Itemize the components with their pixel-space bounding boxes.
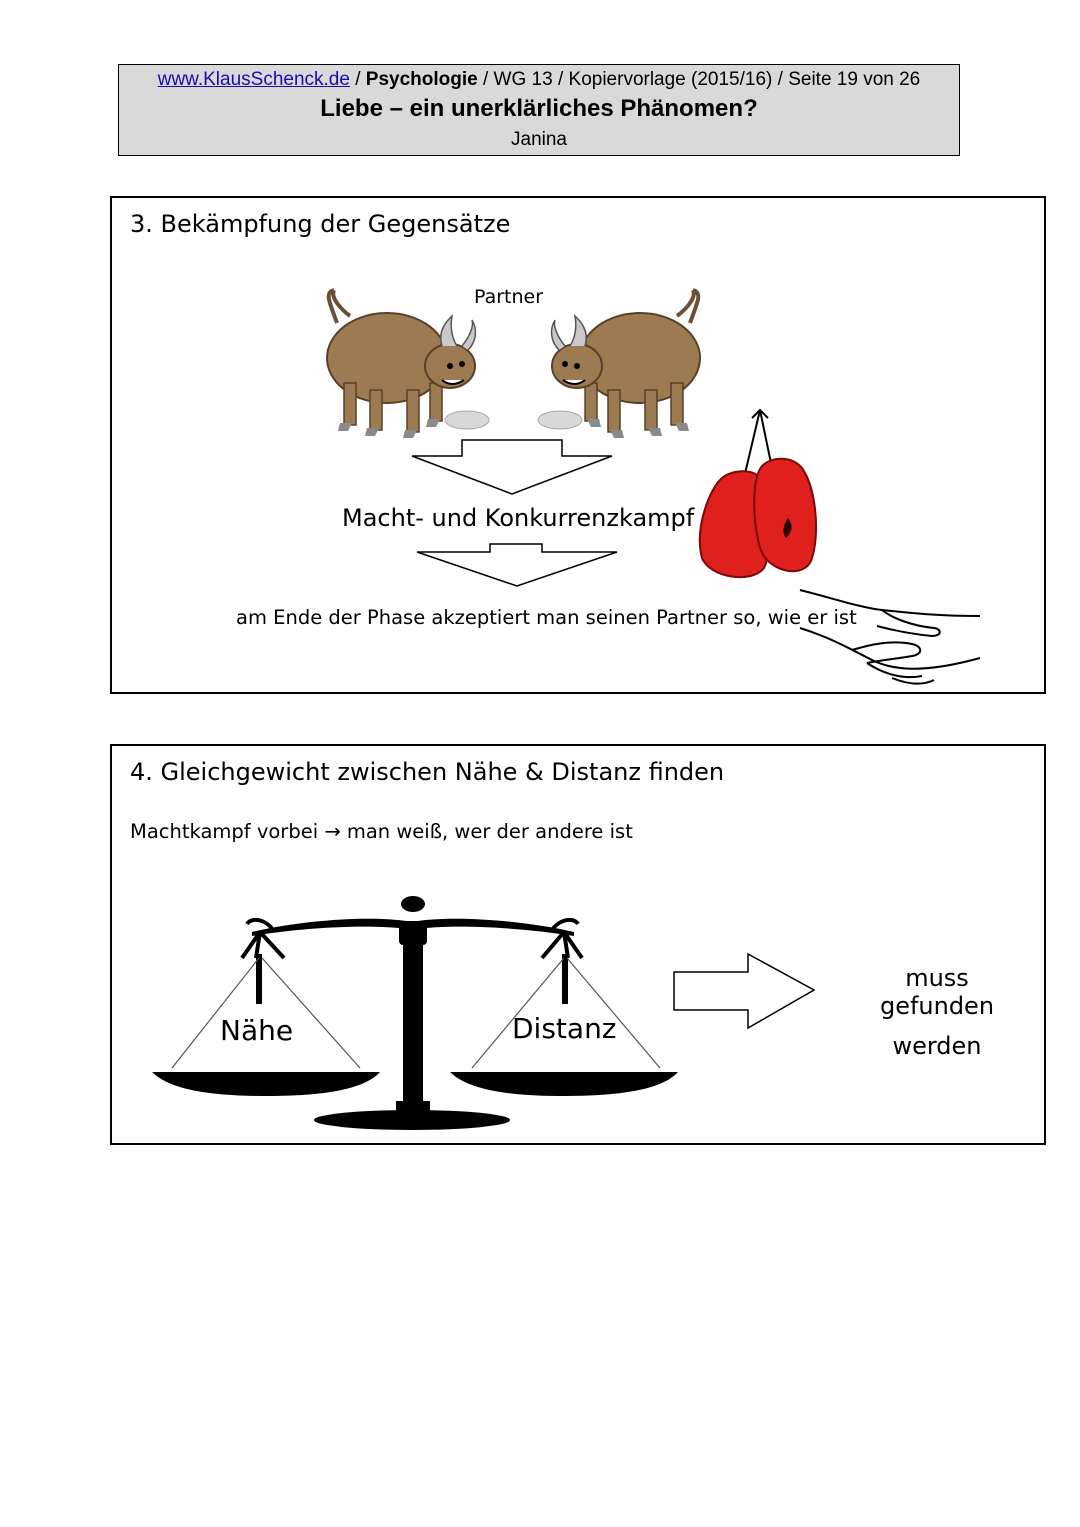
section-4-subtitle: Machtkampf vorbei → man weiß, wer der an… [130,820,633,843]
result-line-2: werden [892,1032,982,1060]
section-4-title: 4. Gleichgewicht zwischen Nähe & Distanz… [130,758,725,786]
handshake-icon [799,589,981,685]
bull-icon [537,288,701,438]
document-header: www.KlausSchenck.de / Psychologie / WG 1… [118,64,960,156]
arrow-right-icon [673,952,816,1030]
document-title: Liebe – ein unerklärliches Phänomen? [320,95,758,122]
arrow-down-icon [416,543,618,587]
boxing-gloves-icon [698,408,818,579]
website-link[interactable]: www.KlausSchenck.de [157,69,350,90]
section-3-graphics [326,288,981,685]
result-line-1: muss gefunden [879,964,995,1020]
partner-label: Partner [474,286,544,308]
bull-icon [326,288,490,438]
section-3-title: 3. Bekämpfung der Gegensätze [130,210,511,238]
section-3-box: 3. Bekämpfung der Gegensätze [110,196,1046,694]
subject-label: Psychologie [365,69,478,90]
author-name: Janina [511,129,567,150]
header-meta-rest: / WG 13 / Kopiervorlage (2015/16) / Seit… [477,69,921,90]
header-meta-line: www.KlausSchenck.de / Psychologie / WG 1… [119,69,959,91]
power-struggle-label: Macht- und Konkurrenzkampf [342,504,695,532]
right-pan-label: Distanz [512,1012,617,1045]
header-separator: / [349,69,366,90]
arrow-down-icon [411,439,613,495]
balance-scale-icon [152,896,678,1130]
section-4-box: 4. Gleichgewicht zwischen Nähe & Distanz… [110,744,1046,1145]
section-4-graphics [152,896,816,1130]
result-text: muss gefunden werden [852,964,1022,1060]
left-pan-label: Nähe [220,1014,294,1047]
acceptance-label: am Ende der Phase akzeptiert man seinen … [236,606,857,629]
